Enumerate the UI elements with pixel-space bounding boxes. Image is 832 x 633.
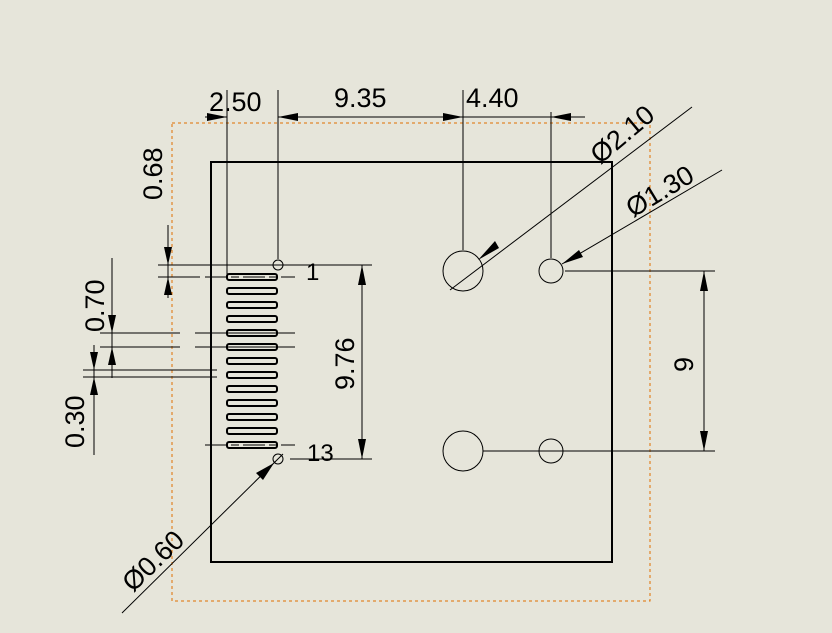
slot-8[interactable] bbox=[226, 371, 278, 379]
board-outline[interactable] bbox=[210, 161, 613, 563]
dim-0-70[interactable]: 0.70 bbox=[80, 279, 110, 332]
slot-2[interactable] bbox=[226, 287, 278, 295]
dim-9-76-lines bbox=[290, 265, 372, 460]
small-hole-top[interactable] bbox=[538, 258, 564, 284]
part-boundary bbox=[171, 122, 651, 602]
dim-0-68[interactable]: 0.68 bbox=[138, 147, 168, 200]
slot-4[interactable] bbox=[226, 315, 278, 323]
slot-12[interactable] bbox=[226, 427, 278, 435]
pin-label-first: 1 bbox=[306, 259, 319, 286]
slot-9[interactable] bbox=[226, 385, 278, 393]
dim-dia-1-30[interactable]: Ø1.30 bbox=[621, 160, 700, 224]
large-hole-top[interactable] bbox=[442, 250, 484, 292]
large-hole-bottom[interactable] bbox=[442, 430, 484, 472]
slot-array bbox=[205, 273, 295, 449]
dim-0-30[interactable]: 0.30 bbox=[60, 395, 90, 448]
slot-11[interactable] bbox=[226, 413, 278, 421]
dim-0-70-lines bbox=[100, 258, 290, 378]
dim-9-35[interactable]: 9.35 bbox=[334, 83, 387, 113]
slot-3[interactable] bbox=[226, 301, 278, 309]
slot-10[interactable] bbox=[226, 399, 278, 407]
dim-9-76[interactable]: 9.76 bbox=[330, 337, 360, 390]
dim-2-50[interactable]: 2.50 bbox=[209, 87, 262, 117]
dim-dia-0-60[interactable]: Ø0.60 bbox=[116, 525, 190, 598]
dim-0-30-lines bbox=[83, 345, 217, 455]
pin-hole-13[interactable] bbox=[272, 453, 284, 465]
dim-4-40[interactable]: 4.40 bbox=[466, 83, 519, 113]
slot-7[interactable] bbox=[226, 357, 278, 365]
leaders bbox=[121, 106, 723, 614]
top-dimensions bbox=[205, 90, 585, 274]
dim-9[interactable]: 9 bbox=[669, 357, 699, 372]
pin-label-last: 13 bbox=[307, 440, 334, 467]
dim-0-68-lines bbox=[158, 225, 372, 298]
dim-9-lines bbox=[483, 270, 715, 452]
